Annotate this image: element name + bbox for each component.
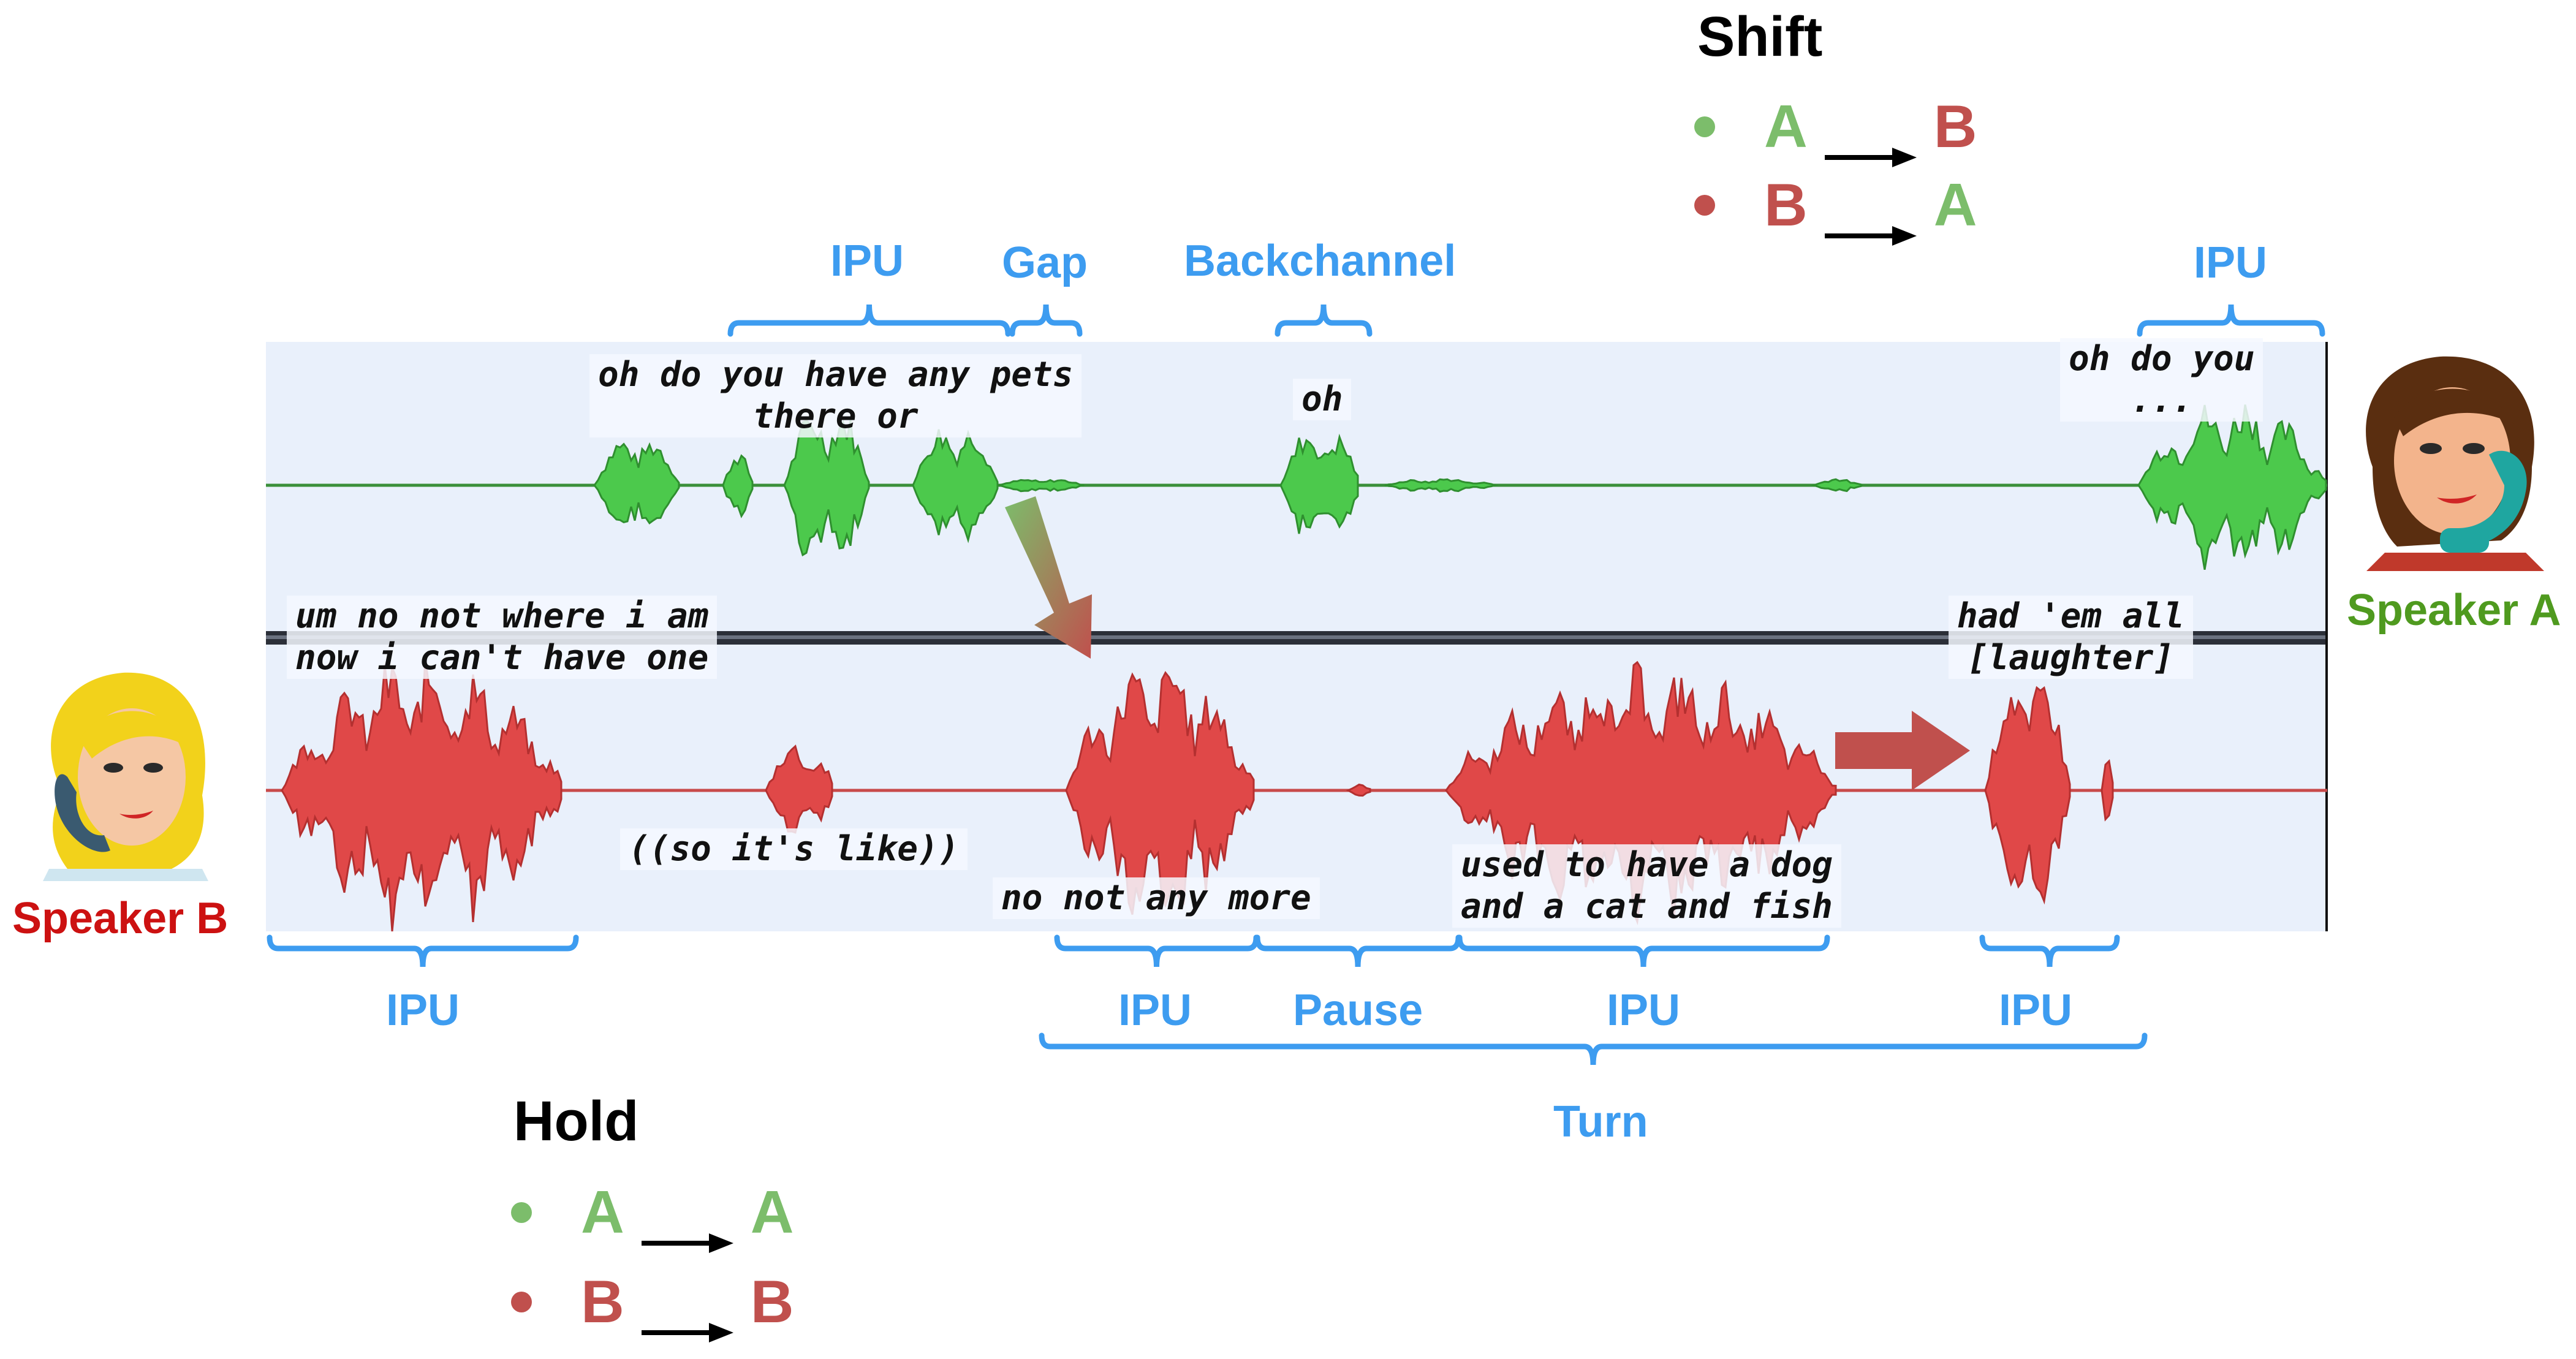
backchannel-label: Backchannel xyxy=(1184,237,1457,286)
right-arrow-icon xyxy=(1824,115,1917,167)
brace-2 xyxy=(1275,304,1373,337)
brace-0 xyxy=(727,304,1011,337)
hold-legend-title: Hold xyxy=(513,1090,639,1153)
right-arrow-icon xyxy=(641,1200,733,1253)
brace-7 xyxy=(1457,934,1830,967)
transcript-b-um-no: um no not where i am now i can't have on… xyxy=(287,596,718,679)
speaker-b-waveform xyxy=(281,659,2114,932)
waveform-burst xyxy=(593,442,680,525)
bottom-ipu-label-1: IPU xyxy=(386,986,460,1035)
waveform-burst xyxy=(281,659,563,932)
bottom-ipu-label-3: IPU xyxy=(1607,986,1681,1035)
transcript-a-oh-do-you: oh do you ... xyxy=(2060,338,2263,422)
waveform-burst xyxy=(1346,783,1371,797)
shift-from-a: A xyxy=(1764,93,1808,160)
speaker-a-avatar xyxy=(2366,356,2544,571)
waveform-burst xyxy=(998,479,1085,493)
hold-legend-row-a-a: A A xyxy=(511,1178,794,1253)
hold-from-b: B xyxy=(581,1268,624,1335)
bottom-ipu-label-2: IPU xyxy=(1118,986,1192,1035)
transcript-b-so-its-like: ((so it's like)) xyxy=(620,828,968,870)
track-divider-highlight xyxy=(266,635,2327,639)
waveform-burst xyxy=(1384,478,1499,493)
shift-to-b: B xyxy=(1933,93,1977,160)
right-arrow-icon xyxy=(1824,193,1917,246)
hold-to-a: A xyxy=(750,1178,794,1246)
shift-legend-row-b-a: B A xyxy=(1694,170,1977,246)
turn-label: Turn xyxy=(1553,1097,1648,1146)
brace-4 xyxy=(267,934,579,967)
hold-from-a: A xyxy=(581,1178,624,1246)
speaker-b-label: Speaker B xyxy=(12,894,229,943)
brace-3 xyxy=(2137,304,2325,337)
transcript-b-had-em: had 'em all [laughter] xyxy=(1949,596,2193,679)
shift-to-a: A xyxy=(1933,171,1977,238)
shift-from-b: B xyxy=(1764,171,1808,238)
pause-label: Pause xyxy=(1293,986,1423,1035)
brace-6 xyxy=(1254,934,1461,967)
green-dot-icon xyxy=(1694,116,1715,137)
waveform-burst xyxy=(1984,686,2071,905)
transcript-a-pets: oh do you have any pets there or xyxy=(589,354,1082,437)
shift-arrow xyxy=(1005,496,1092,659)
annotation-braces xyxy=(267,304,2325,1066)
waveform-burst xyxy=(722,454,754,518)
transcript-b-used-to: used to have a dog and a cat and fish xyxy=(1452,844,1841,928)
waveform-burst xyxy=(912,429,999,543)
brace-5 xyxy=(1054,934,1259,967)
hold-arrow xyxy=(1835,711,1970,790)
red-dot-icon xyxy=(511,1291,532,1312)
speaker-a-waveform xyxy=(593,404,2327,570)
brace-9 xyxy=(1039,1032,2148,1066)
bottom-ipu-label-4: IPU xyxy=(1999,986,2073,1035)
transcript-b-no-not: no not any more xyxy=(993,877,1320,919)
speaker-a-label: Speaker A xyxy=(2347,586,2561,635)
top-ipu-label-right: IPU xyxy=(2194,238,2268,287)
waveform-burst xyxy=(2101,759,2114,822)
brace-8 xyxy=(1979,934,2120,967)
waveform-burst xyxy=(1279,433,1359,534)
top-ipu-label: IPU xyxy=(830,237,904,286)
transcript-a-oh: oh xyxy=(1293,379,1352,420)
waveform-burst xyxy=(1811,478,1863,493)
waveform-burst xyxy=(1445,661,1837,925)
brace-1 xyxy=(1009,304,1083,337)
shift-legend-row-a-b: A B xyxy=(1694,92,1977,167)
gap-label: Gap xyxy=(1002,238,1088,287)
hold-to-b: B xyxy=(750,1268,794,1335)
speaker-b-avatar xyxy=(43,672,208,881)
red-dot-icon xyxy=(1694,194,1715,216)
green-dot-icon xyxy=(511,1202,532,1223)
shift-legend-title: Shift xyxy=(1697,6,1823,68)
